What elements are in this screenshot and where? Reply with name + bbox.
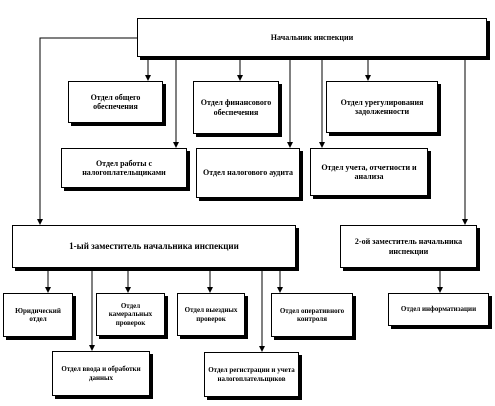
deputy-1-label: 1-ый заместитель начальника инспекции [69,241,239,252]
deputy-2-box: 2-ой заместитель начальника инспекции [340,225,477,268]
connector-head-deputy-1 [37,37,137,225]
dept-legal-label: Юридический отдел [15,306,61,323]
head-box: Начальник инспекции [137,18,487,57]
dept-registration-box: Отдел регистрации и учета налогоплательщ… [204,352,299,397]
dept-taxpayers-box: Отдел работы с налогоплательщиками [61,148,187,188]
dept-field-box: Отдел выездных проверок [177,293,245,336]
dept-input-box: Отдел ввода и обработки данных [52,351,150,396]
dept-debt-box: Отдел урегулирования задолженности [326,81,438,133]
dept-accounting-box: Отдел учета, отчетности и анализа [310,148,428,196]
dept-informatization-label: Отдел информатизации [400,305,477,314]
dept-operative-box: Отдел оперативного контроля [271,293,353,337]
dept-input-label: Отдел ввода и обработки данных [61,365,141,382]
dept-accounting-label: Отдел учета, отчетности и анализа [321,162,417,181]
dept-cameral-box: Отдел камеральных проверок [96,293,165,336]
dept-legal-box: Юридический отдел [3,293,73,337]
dept-registration-label: Отдел регистрации и учета налогоплательщ… [208,366,295,383]
dept-finance-box: Отдел финансового обеспечения [193,81,279,134]
dept-informatization-box: Отдел информатизации [388,293,489,326]
dept-finance-label: Отдел финансового обеспечения [200,98,272,117]
deputy-1-box: 1-ый заместитель начальника инспекции [12,225,296,268]
dept-general-box: Отдел общего обеспечения [68,81,163,123]
dept-general-label: Отдел общего обеспечения [90,92,141,111]
connector-head-deputy-2 [462,37,487,225]
dept-operative-label: Отдел оперативного контроля [279,306,345,323]
dept-taxpayers-label: Отдел работы с налогоплательщиками [82,158,166,177]
dept-audit-box: Отдел налогового аудита [196,148,300,198]
dept-audit-label: Отдел налогового аудита [202,168,293,178]
head-label: Начальник инспекции [270,32,354,42]
dept-debt-label: Отдел урегулирования задолженности [340,97,424,116]
deputy-2-label: 2-ой заместитель начальника инспекции [354,237,463,256]
dept-cameral-label: Отдел камеральных проверок [108,302,153,327]
dept-field-label: Отдел выездных проверок [184,306,238,323]
